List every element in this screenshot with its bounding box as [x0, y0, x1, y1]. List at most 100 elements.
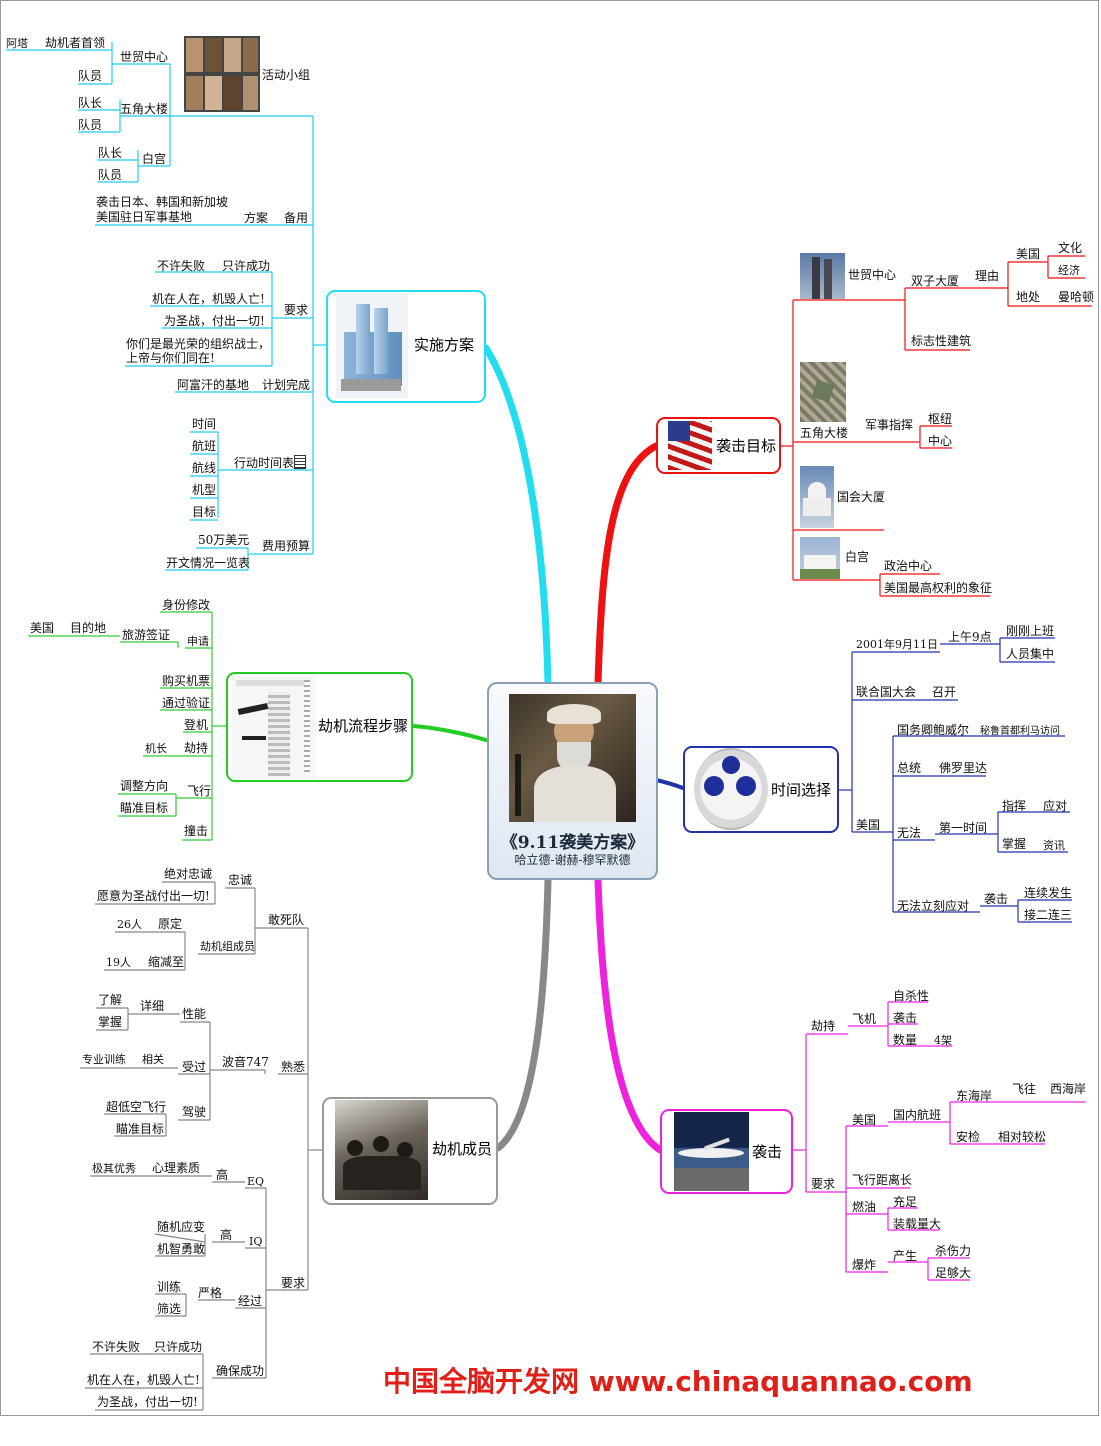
attack-west: 西海岸: [1050, 1082, 1087, 1096]
topic-plan-label: 实施方案: [414, 336, 475, 354]
trunk-targets: [594, 442, 660, 687]
topic-members-label: 劫机成员: [432, 1140, 493, 1158]
steps-hijack-captain: 机长: [145, 742, 167, 755]
center-subtitle: 哈立德-谢赫-穆罕默德: [514, 853, 631, 867]
members-iq-high: 高: [220, 1228, 233, 1242]
timing-noresp-b: 接二连三: [1024, 908, 1073, 922]
attack-qty: 数量: [893, 1033, 918, 1047]
timing-un: 联合国大会: [856, 685, 917, 699]
steps-buy: 购买机票: [162, 674, 211, 688]
attack-req: 要求: [811, 1177, 836, 1191]
schedule-note-icon: [294, 455, 306, 469]
attack-fuel: 燃油: [852, 1200, 877, 1214]
members-iq-a: 随机应变: [157, 1220, 206, 1234]
plan-whitehouse-leader: 队长: [98, 146, 123, 160]
members-trained-pro: 专业训练: [82, 1053, 126, 1066]
attack-strike: 袭击: [893, 1011, 918, 1025]
members-perf: 性能: [182, 1007, 207, 1021]
steps-apply-visa: 旅游签证: [122, 628, 171, 642]
plan-schedule-item: 时间: [192, 417, 217, 431]
targets-hub: 枢纽: [928, 412, 953, 426]
plan-group-pentagon: 五角大楼: [120, 102, 169, 116]
members-team-cut: 缩减至: [148, 955, 185, 969]
plan-budget-list: 开文情况一览表: [166, 556, 251, 570]
timing-info: 资讯: [1043, 839, 1065, 852]
members-team-n2: 19人: [106, 956, 131, 969]
targets-pol: 政治中心: [884, 559, 933, 573]
steps-illustration-side-text: [304, 680, 310, 772]
plan-req-line1: 机在人在，机毁人亡!: [152, 292, 265, 306]
plan-budget-amount: 50万美元: [198, 533, 250, 547]
targets-economy: 经济: [1058, 264, 1080, 277]
steps-check: 通过验证: [162, 696, 211, 710]
members-iq: IQ: [249, 1235, 263, 1248]
plan-complete-place: 阿富汗的基地: [177, 378, 250, 392]
targets-sym: 美国最高权利的象征: [884, 581, 993, 595]
plan-group: 活动小组: [262, 68, 311, 82]
attack-plane: 飞机: [852, 1012, 877, 1026]
center-photo: [509, 694, 636, 822]
plan-schedule: 行动时间表: [234, 456, 295, 470]
timing-lines: [839, 637, 1072, 923]
trunk-timing: [654, 778, 685, 790]
center-title: 《9.11袭美方案》: [500, 833, 645, 853]
members-loyal-a: 绝对忠诚: [164, 867, 213, 881]
timing-work: 刚刚上班: [1006, 624, 1055, 638]
plan-wtc-member: 队员: [78, 69, 103, 83]
topic-timing-label: 时间选择: [771, 781, 832, 799]
members-exp: 经过: [238, 1294, 263, 1308]
timing-noresp: 无法立刻应对: [897, 899, 970, 913]
plan-group-wtc: 世贸中心: [120, 50, 169, 64]
steps-board: 登机: [184, 718, 209, 732]
targets-landmark: 标志性建筑: [911, 334, 972, 348]
attack-count: 4架: [934, 1034, 952, 1047]
plan-schedule-item: 目标: [192, 505, 217, 519]
timing-un-open: 召开: [932, 685, 957, 699]
steps-apply: 申请: [187, 635, 209, 648]
topic-attack-label: 袭击: [752, 1143, 783, 1161]
plan-backup-sub: 方案: [244, 211, 269, 225]
plan-schedule-item: 航班: [192, 439, 217, 453]
attack-usa: 美国: [852, 1113, 877, 1127]
timing-pres: 总统: [897, 761, 922, 775]
plan-backup: 备用: [284, 211, 309, 225]
attack-blast-kill: 杀伤力: [935, 1244, 972, 1258]
members-trained: 受过: [182, 1060, 207, 1074]
topic-targets-label: 袭击目标: [716, 437, 777, 455]
plan-wtc-leader: 阿塔: [6, 37, 28, 50]
steps-illustration: [232, 676, 316, 778]
members-eq: EQ: [247, 1175, 265, 1188]
plan-pentagon-member: 队员: [78, 118, 103, 132]
plan-group-whitehouse: 白宫: [142, 152, 167, 166]
targets-wtc: 世贸中心: [848, 268, 897, 282]
plan-req-only-success: 只许成功: [222, 259, 271, 273]
members-loyal: 忠诚: [228, 873, 253, 887]
members-trained-rel: 相关: [142, 1053, 164, 1066]
members-ensure-nofail: 不许失败: [92, 1340, 141, 1354]
steps-crash: 撞击: [184, 824, 209, 838]
attack-suicide: 自杀性: [893, 989, 930, 1003]
timing-powell-visit: 秘鲁首都利马访问: [980, 726, 1060, 737]
members-perf-know: 了解: [98, 993, 123, 1007]
attack-lax: 相对较松: [998, 1130, 1047, 1144]
plan-req-line3: 你们是最光荣的组织战士，: [126, 337, 271, 351]
members-lines: [80, 881, 322, 1411]
members-eq-ex: 极其优秀: [92, 1162, 136, 1175]
steps-apply-country: 美国: [30, 621, 55, 635]
members-exp-strict: 严格: [198, 1286, 223, 1300]
targets-cmd: 军事指挥: [865, 418, 914, 432]
targets-twin: 双子大厦: [911, 274, 960, 288]
timing-first: 第一时间: [939, 821, 988, 835]
timing-unable: 无法: [897, 826, 922, 840]
members-drive: 驾驶: [182, 1105, 207, 1119]
timing-grasp: 掌握: [1002, 837, 1027, 851]
steps-fly-aim: 瞄准目标: [120, 801, 169, 815]
targets-culture: 文化: [1058, 241, 1083, 255]
attack-domestic: 国内航班: [893, 1108, 942, 1122]
timing-pres-where: 佛罗里达: [939, 761, 988, 775]
attack-lines: [793, 1001, 1085, 1281]
members-ensure: 确保成功: [216, 1364, 265, 1378]
attack-dist: 飞行距离长: [852, 1173, 913, 1187]
trunk-steps: [411, 724, 491, 743]
members-drive-aim: 瞄准目标: [116, 1122, 165, 1136]
